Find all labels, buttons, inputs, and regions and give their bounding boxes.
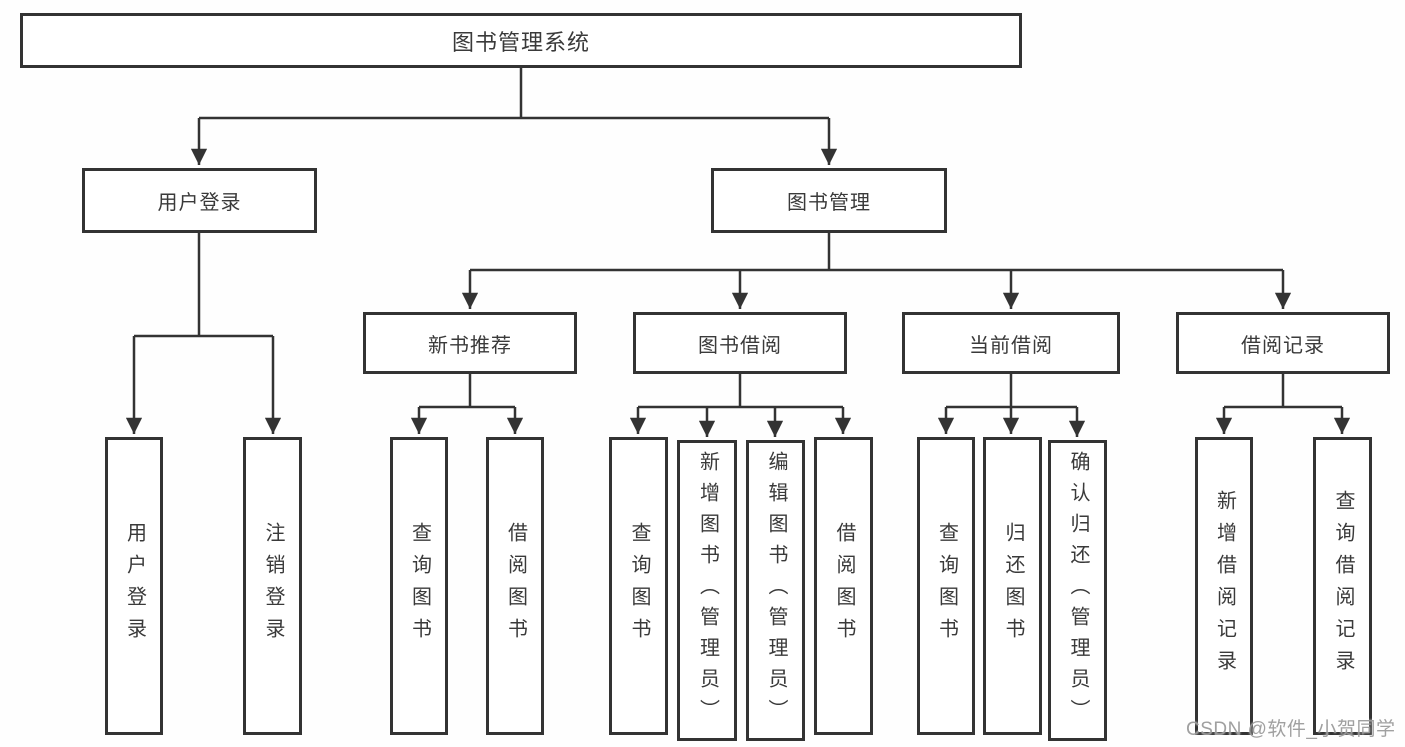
leaf-query-books-borrow: 查询图书: [609, 437, 668, 735]
leaf-query-books-recommend: 查询图书: [390, 437, 448, 735]
leaf-return-books: 归还图书: [983, 437, 1042, 735]
leaf-user-login: 用户登录: [105, 437, 163, 735]
leaf-query-books-current: 查询图书: [917, 437, 975, 735]
node-book-management: 图书管理: [711, 168, 947, 233]
leaf-query-borrow-record: 查询借阅记录: [1313, 437, 1372, 735]
csdn-watermark: CSDN @软件_小贺同学: [1186, 719, 1396, 740]
node-borrow-records: 借阅记录: [1176, 312, 1390, 374]
leaf-edit-book-admin: 编辑图书（管理员）: [746, 440, 805, 741]
leaf-borrow-books-recommend: 借阅图书: [486, 437, 544, 735]
leaf-borrow-books-borrow: 借阅图书: [814, 437, 873, 735]
node-new-book-recommend: 新书推荐: [363, 312, 577, 374]
leaf-logout: 注销登录: [243, 437, 302, 735]
node-library-system: 图书管理系统: [20, 13, 1022, 68]
node-book-borrow: 图书借阅: [633, 312, 847, 374]
node-current-borrow: 当前借阅: [902, 312, 1120, 374]
node-user-login: 用户登录: [82, 168, 317, 233]
leaf-add-borrow-record: 新增借阅记录: [1195, 437, 1253, 735]
leaf-confirm-return-admin: 确认归还（管理员）: [1048, 440, 1107, 741]
leaf-add-book-admin: 新增图书（管理员）: [677, 440, 737, 741]
